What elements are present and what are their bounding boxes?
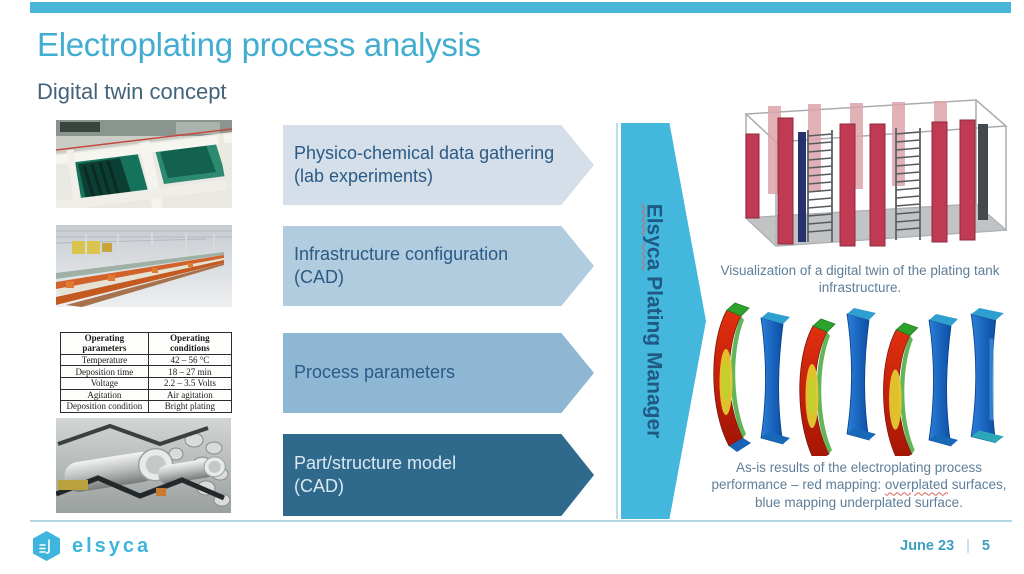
footer-meta: June 23 | 5 — [900, 538, 990, 554]
elsyca-plating-manager-arrow: Elsyca Plating Manager — [621, 123, 706, 519]
table-row: Deposition condition Bright plating — [60, 400, 233, 413]
page-subtitle: Digital twin concept — [37, 79, 227, 104]
simulation-caption: As-is results of the electroplating proc… — [711, 460, 1007, 510]
process-step-2: Infrastructure configuration (CAD) — [283, 226, 594, 306]
table-row: Deposition time 18 – 27 min — [60, 365, 233, 378]
page-number: 5 — [981, 538, 990, 554]
pentagon-left-line — [616, 123, 618, 519]
process-step-1: Physico-chemical data gathering (lab exp… — [283, 125, 594, 205]
footer-date: June 23 — [900, 538, 955, 554]
brand-word: Elsyca — [643, 203, 667, 271]
table-row: Temperature 42 – 56 °C — [60, 353, 233, 367]
page-title: Electroplating process analysis — [37, 26, 481, 63]
process-step-3: Process parameters — [283, 333, 594, 413]
top-accent-bar — [30, 2, 1011, 13]
operating-parameters-table: Operating parameters Operating condition… — [60, 332, 233, 413]
step-label: Infrastructure configuration (CAD) — [294, 243, 509, 287]
table-row: Agitation Air agitation — [60, 388, 233, 402]
step-label: Part/structure model (CAD) — [294, 452, 457, 496]
plating-manager-label: Elsyca Plating Manager — [643, 203, 667, 439]
elsyca-wordmark: elsyca — [72, 535, 152, 557]
simulation-results-image — [713, 302, 1004, 456]
lab-tanks-photo — [56, 120, 232, 208]
step-label: Physico-chemical data gathering (lab exp… — [294, 142, 555, 186]
process-step-4: Part/structure model (CAD) — [283, 434, 594, 516]
overplated-word: overplated — [884, 477, 948, 493]
tank-caption: Visualization of a digital twin of the p… — [720, 263, 1000, 296]
table-row: Voltage 2.2 – 3.5 Volts — [60, 377, 233, 390]
elsyca-logo-icon — [33, 531, 60, 561]
step-label: Process parameters — [294, 362, 456, 383]
plated-parts-photo — [56, 418, 231, 513]
footer-divider — [30, 520, 1012, 522]
table-header: Operating conditions — [147, 332, 233, 355]
table-header: Operating parameters — [60, 332, 149, 355]
footer-separator: | — [966, 538, 970, 554]
digital-twin-tank-image — [744, 99, 1008, 247]
plating-line-photo — [56, 225, 232, 307]
